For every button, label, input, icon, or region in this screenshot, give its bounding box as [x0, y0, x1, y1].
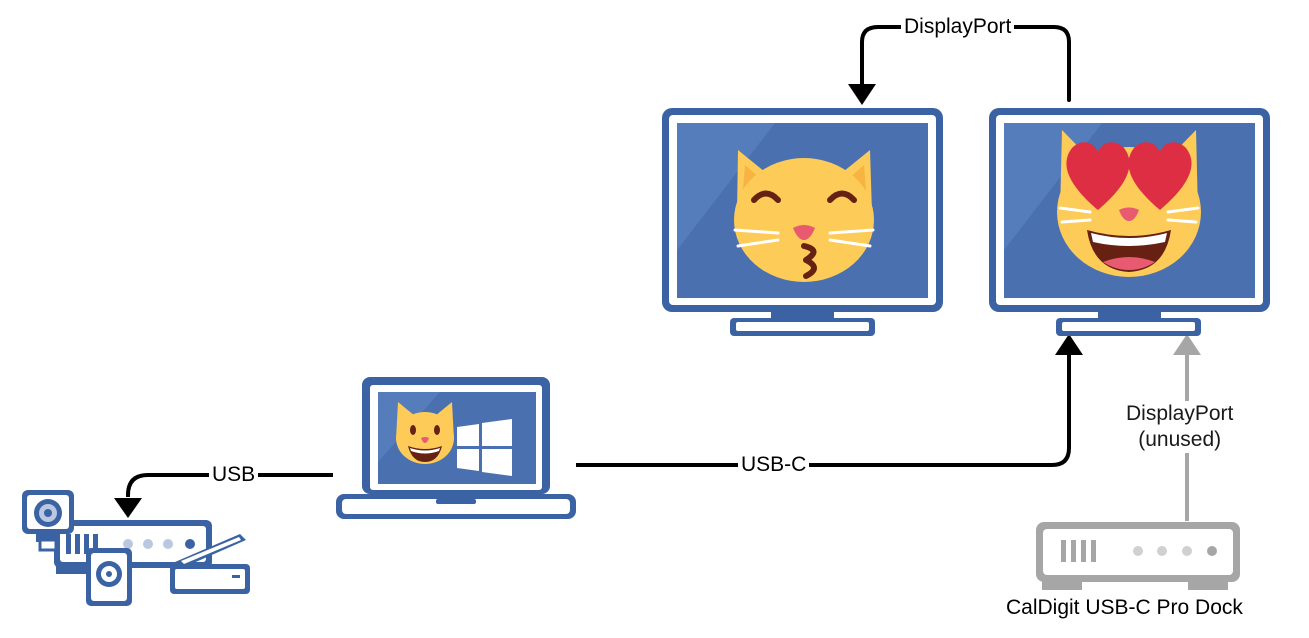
dock-caption: CalDigit USB-C Pro Dock: [1006, 596, 1243, 619]
cat-grinning-face-icon: [396, 402, 454, 464]
label-usb-c: USB-C: [738, 453, 810, 477]
monitor-left: [662, 108, 943, 336]
webcam-icon: [22, 490, 74, 552]
monitor-right: [989, 108, 1270, 336]
cable-usb: [126, 473, 333, 497]
label-usb: USB: [209, 463, 259, 487]
arrow-displayport-unused: [1173, 334, 1201, 355]
laptop: [336, 377, 576, 519]
label-displayport-unused: DisplayPort (unused): [1123, 401, 1237, 453]
arrow-usb-c: [1055, 334, 1083, 355]
scanner-icon: [170, 534, 250, 594]
windows-logo-icon: [457, 419, 512, 476]
cat-heart-eyes-icon: [1057, 130, 1201, 277]
peripherals: [22, 490, 250, 606]
label-displayport-unused-line2: (unused): [1138, 428, 1222, 451]
label-displayport-top: DisplayPort: [901, 15, 1015, 39]
arrow-usb: [114, 498, 142, 518]
arrow-displayport-top: [848, 84, 876, 105]
caldigit-dock-icon: [1036, 522, 1240, 590]
cable-usb-c: [576, 353, 1071, 467]
cat-kissing-face-icon: [733, 150, 875, 282]
label-displayport-unused-line1: DisplayPort: [1126, 402, 1234, 425]
hard-drive-icon: [86, 548, 132, 606]
